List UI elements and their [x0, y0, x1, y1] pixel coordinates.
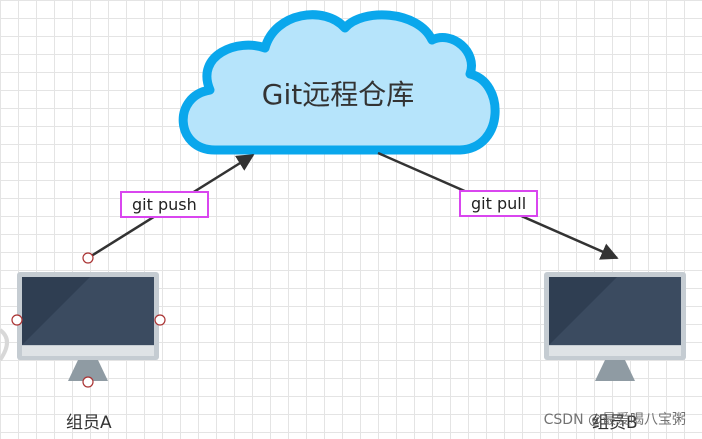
edge-label-push[interactable]: git push: [120, 191, 209, 218]
monitor-b[interactable]: [544, 272, 686, 381]
monitor-icon: [17, 272, 159, 381]
selection-handle[interactable]: [82, 252, 94, 264]
watermark: CSDN @最爱喝八宝粥: [543, 412, 686, 428]
node-caption-a: 组员A: [66, 413, 112, 433]
edge-label-pull[interactable]: git pull: [459, 190, 539, 217]
selection-handle[interactable]: [11, 314, 23, 326]
selection-handle[interactable]: [82, 376, 94, 388]
rotate-handle-icon: [0, 328, 9, 362]
cloud-shape[interactable]: Git远程仓库: [178, 10, 500, 155]
monitor-a[interactable]: [0, 252, 166, 388]
selection-handle[interactable]: [154, 314, 166, 326]
cloud-label: Git远程仓库: [262, 78, 414, 111]
node-caption-b: 组员B: [592, 413, 638, 433]
monitor-icon: [544, 272, 686, 381]
